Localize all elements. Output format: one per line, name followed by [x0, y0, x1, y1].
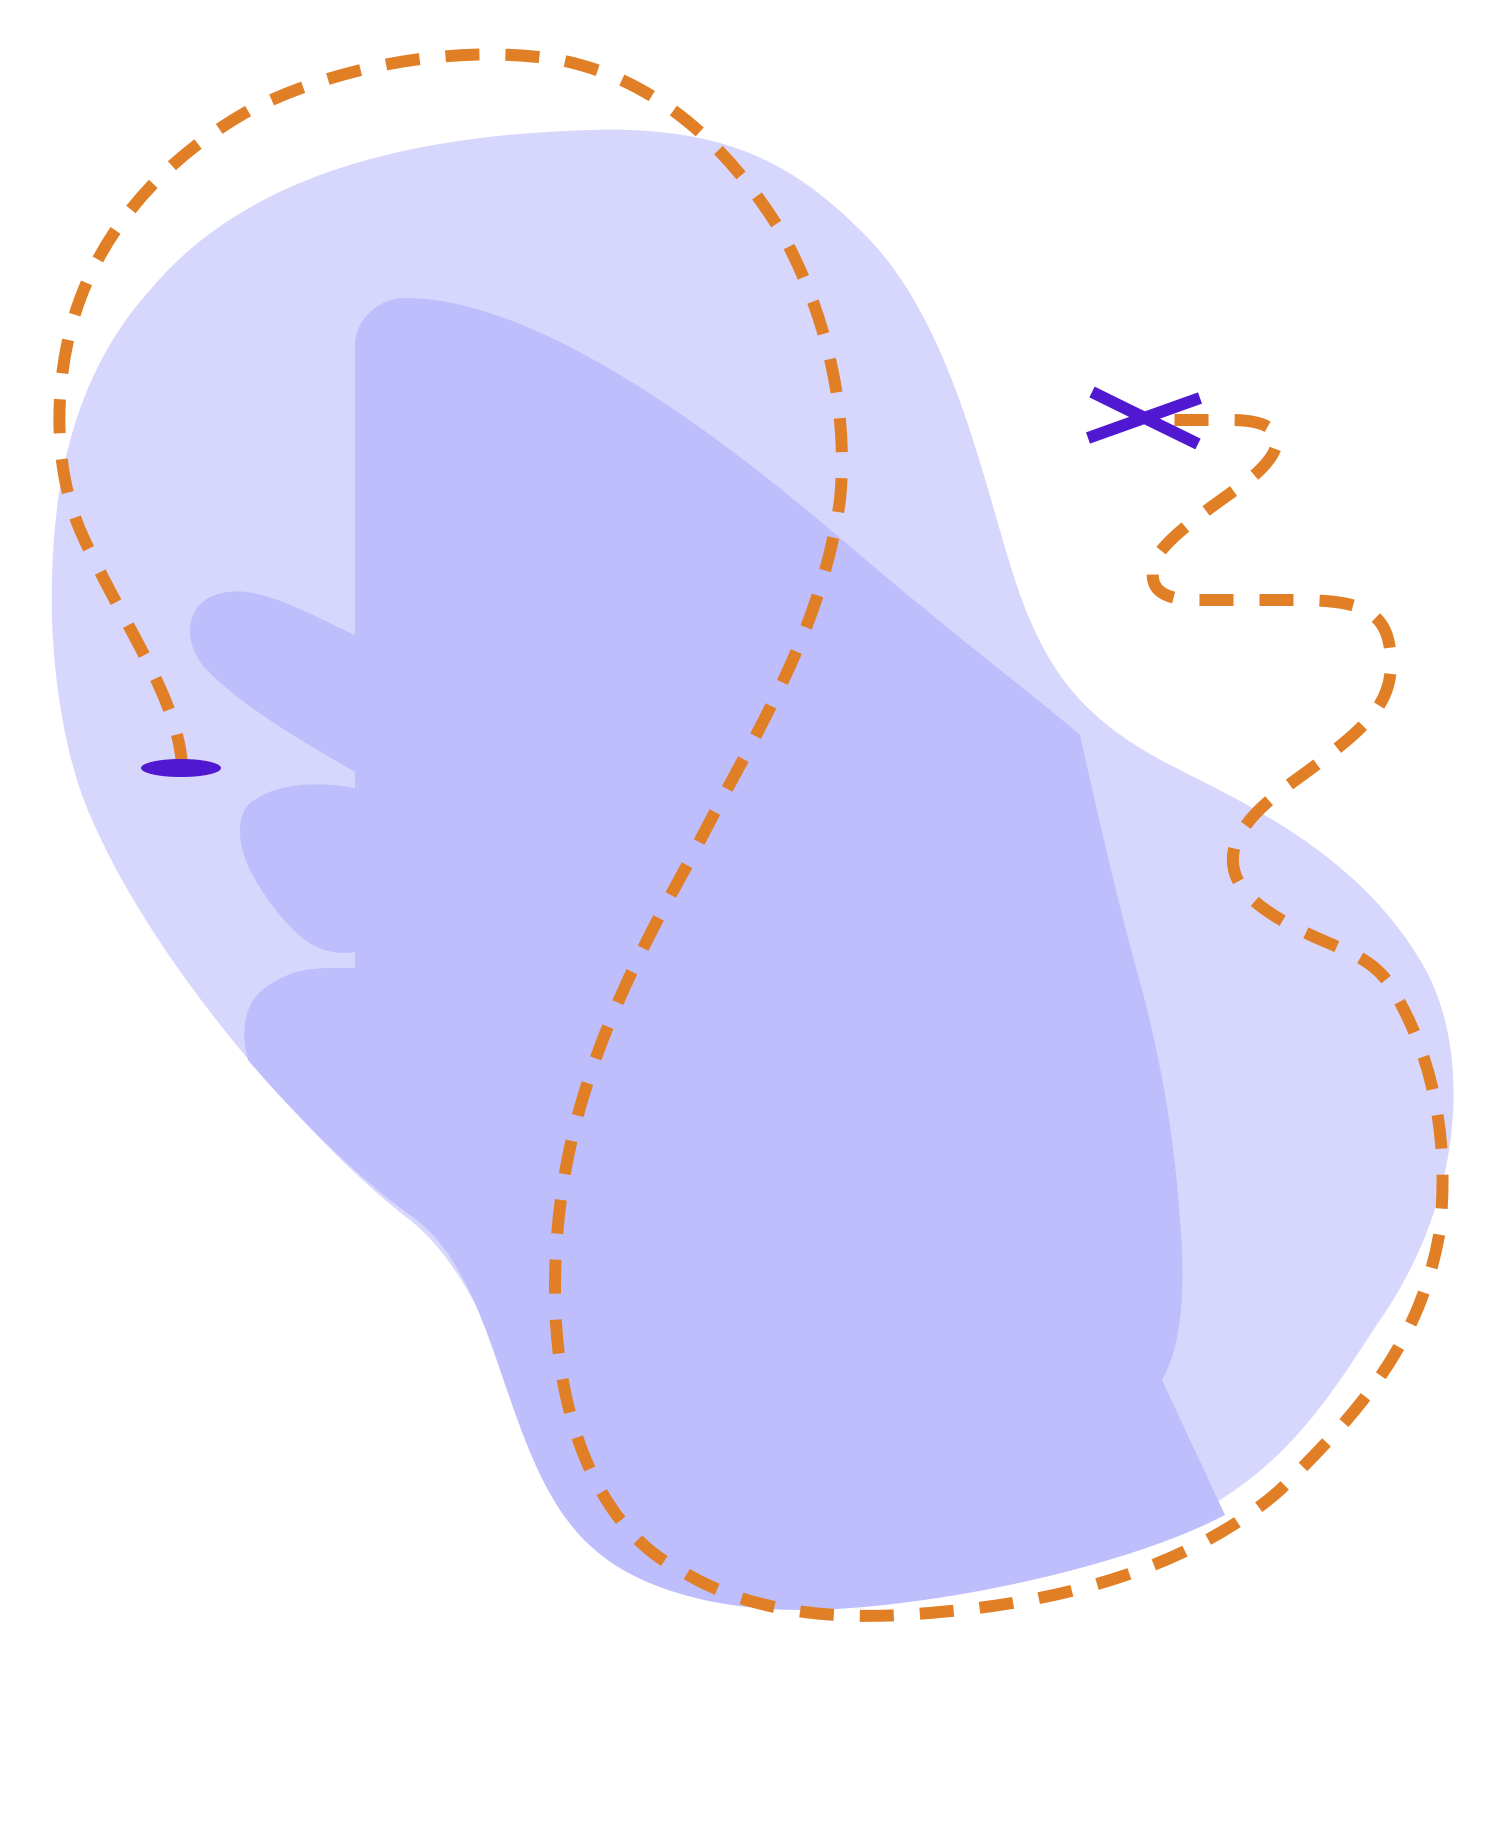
x-mark-icon [1085, 386, 1203, 450]
inner-hand-shape [190, 298, 1225, 1610]
start-dot-icon [141, 759, 221, 777]
dashed-trail-path [53, 48, 1449, 1622]
